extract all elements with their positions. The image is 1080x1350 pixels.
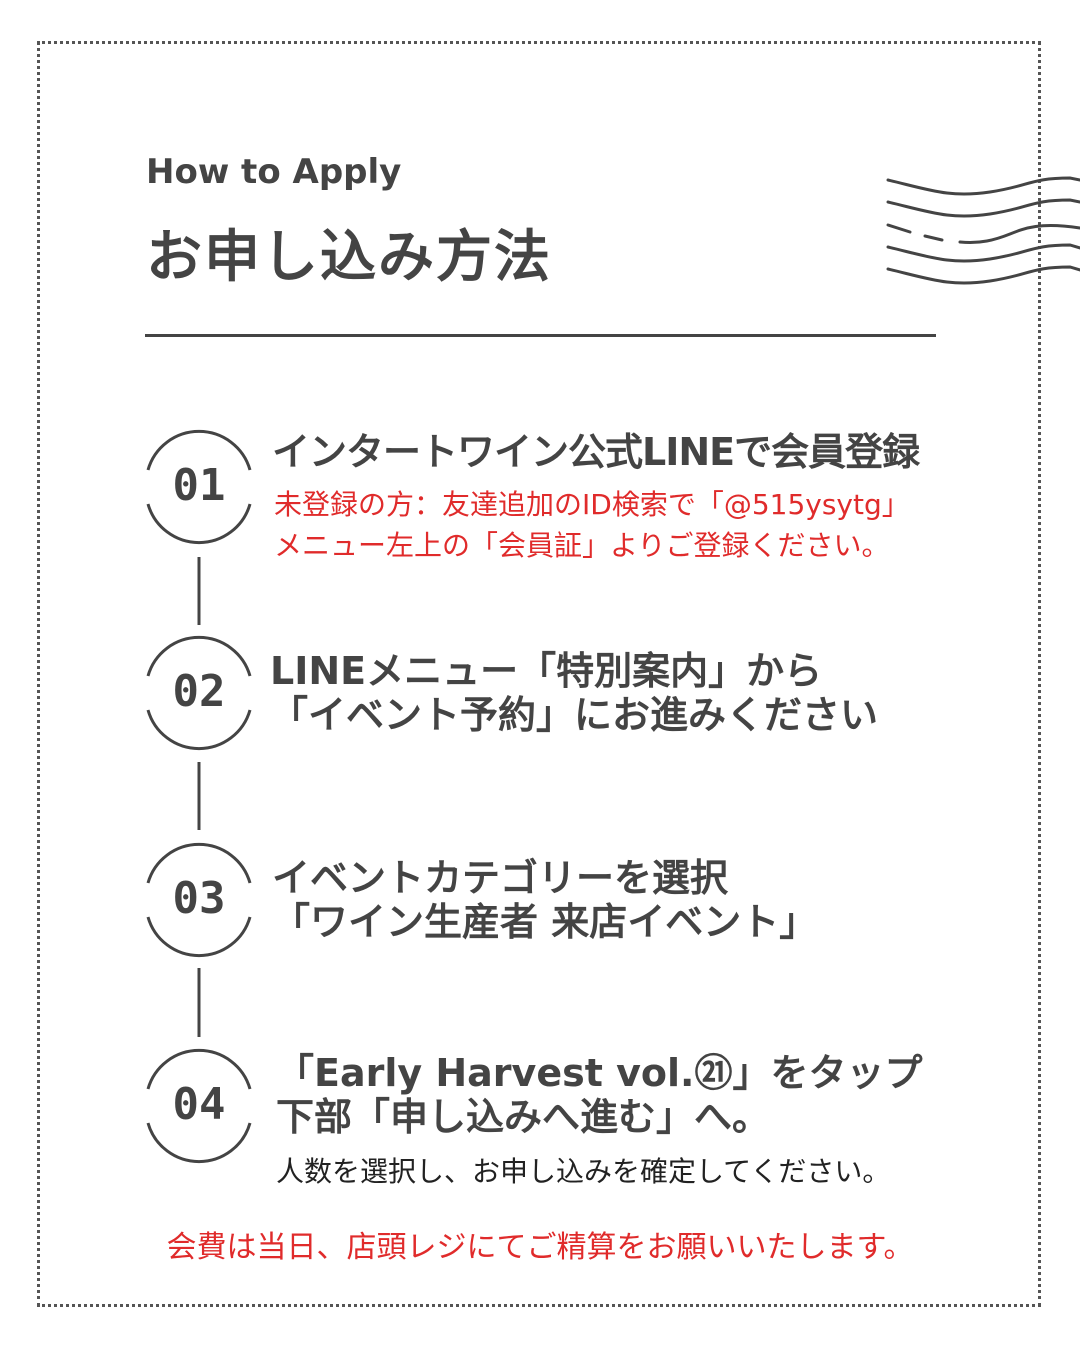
dotted-border: [37, 41, 1041, 1307]
step-1-note: メニュー左上の「会員証」よりご登録ください。: [274, 529, 890, 562]
step-circle-4: [146, 1049, 252, 1163]
subtitle: How to Apply: [146, 152, 402, 192]
step-circle-3: [146, 843, 252, 957]
step-4-note: 人数を選択し、お申し込みを確定してください。: [276, 1155, 891, 1188]
step-3-heading: 「ワイン生産者 来店イベント」: [272, 900, 818, 944]
step-4-heading: 「Early Harvest vol.㉑」をタップ: [276, 1051, 923, 1095]
step-2-heading: LINEメニュー「特別案内」から: [270, 649, 823, 693]
step-circle-1: [146, 430, 252, 544]
step-timeline: [146, 430, 252, 1163]
step-circle-2: [146, 636, 252, 750]
step-number: 03: [172, 873, 226, 924]
step-1-heading: インタートワイン公式LINEで会員登録: [272, 430, 920, 474]
step-3-heading: イベントカテゴリーを選択: [272, 856, 729, 900]
step-number: 02: [172, 666, 226, 717]
step-1-note: 未登録の方：友達追加のID検索で「@515ysytg」: [274, 488, 910, 521]
footer-note: 会費は当日、店頭レジにてご精算をお願いいたします。: [166, 1230, 914, 1265]
step-number: 01: [172, 460, 226, 511]
divider: [145, 334, 936, 337]
step-number: 04: [172, 1079, 226, 1130]
step-2-heading: 「イベント予約」にお進みください: [270, 693, 879, 737]
page-title: お申し込み方法: [146, 225, 552, 290]
step-4-heading: 下部「申し込みへ進む」へ。: [276, 1095, 771, 1139]
postmark-waves-icon: [886, 176, 1080, 285]
